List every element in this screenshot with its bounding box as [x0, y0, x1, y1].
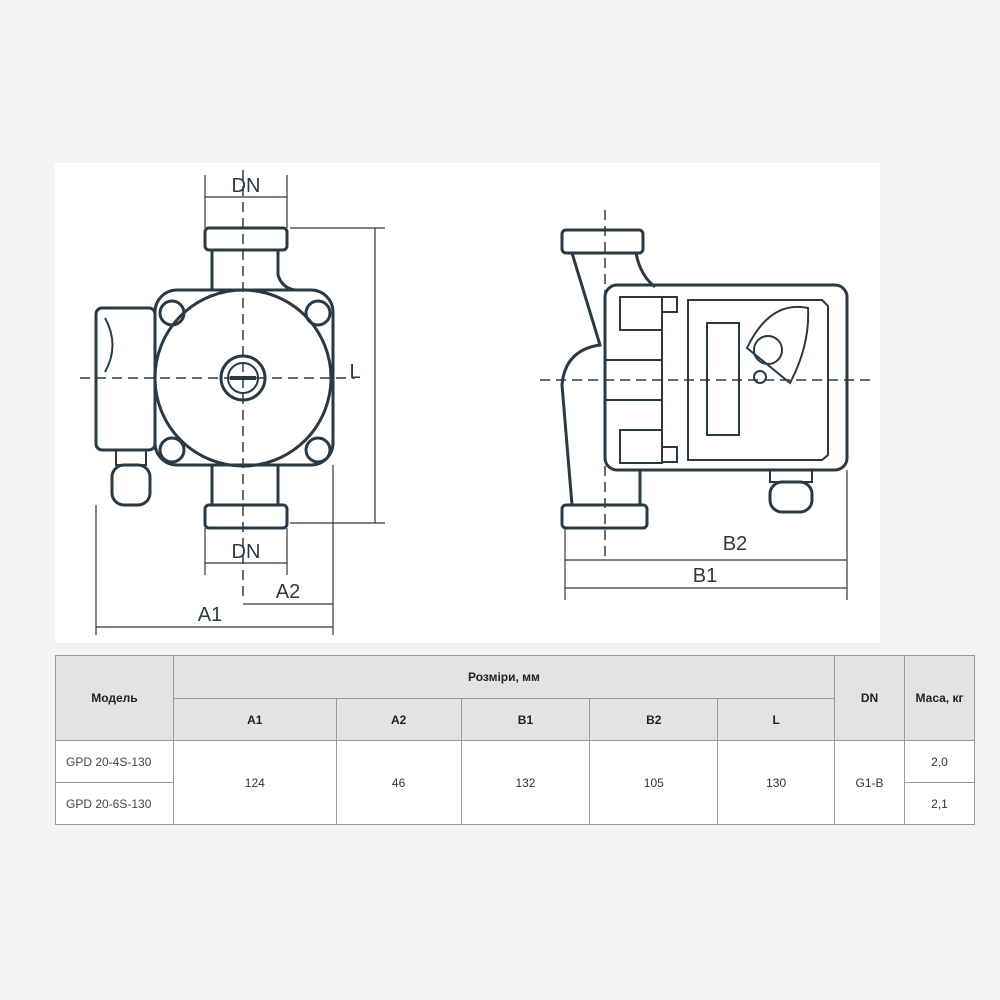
cable-gland-neck: [115, 449, 147, 466]
top-pipe: [210, 250, 296, 292]
b1-cell: 132: [460, 740, 591, 825]
dimensions-table: Модель Розміри, мм DN Маса, кг A1 A2 B1 …: [55, 655, 975, 825]
bolt-icon: [304, 436, 332, 464]
header-a2: A2: [335, 698, 462, 741]
display-window: [706, 322, 740, 436]
table-row: GPD 20-6S-130 2,1: [55, 782, 975, 825]
dn-top-label: DN: [232, 175, 261, 197]
bolt-icon: [158, 436, 186, 464]
switch-knob: [753, 335, 783, 365]
header-dimensions: Розміри, мм: [172, 655, 836, 699]
bolt-icon: [304, 299, 332, 327]
cable-gland: [768, 480, 814, 514]
header-b1: B1: [460, 698, 591, 741]
l-cell: 130: [717, 740, 836, 825]
terminal-box-detail: [104, 317, 114, 373]
a1-label: A1: [198, 604, 222, 626]
header-model: Модель: [55, 655, 174, 741]
a1-cell: 124: [172, 740, 337, 825]
side-view: B2 B1: [540, 210, 870, 600]
table-row: GPD 20-4S-130 124 46 132 105 130 G1-B 2,…: [55, 740, 975, 825]
top-flange: [560, 228, 645, 255]
dn-bottom-label: DN: [232, 541, 261, 563]
mass-cell: 2,1: [904, 782, 975, 825]
vent-screw: [219, 354, 267, 402]
cable-gland: [110, 463, 152, 507]
b2-cell: 105: [589, 740, 719, 825]
vent-screw-inner: [227, 362, 259, 394]
bolt-icon: [158, 299, 186, 327]
bottom-flange: [560, 503, 649, 530]
cable-gland-neck: [769, 469, 813, 483]
header-mass: Маса, кг: [904, 655, 975, 741]
l-label: L: [349, 361, 360, 383]
mass-cell: 2,0: [904, 740, 975, 783]
header-l: L: [717, 698, 836, 741]
control-panel: [687, 299, 829, 461]
a2-label: A2: [276, 581, 300, 603]
bottom-pipe: [210, 465, 280, 505]
terminal-box: [94, 306, 157, 452]
pump-dimension-drawing: DN L DN A2 A1: [55, 163, 880, 643]
front-view: DN L DN A2 A1: [80, 170, 385, 635]
model-cell: GPD 20-6S-130: [55, 782, 174, 825]
header-dn: DN: [834, 655, 905, 741]
header-a1: A1: [172, 698, 337, 741]
dn-cell: G1-B: [834, 740, 905, 825]
a2-cell: 46: [335, 740, 462, 825]
b1-label: B1: [693, 565, 717, 587]
header-b2: B2: [589, 698, 719, 741]
indicator-light: [753, 370, 767, 384]
speed-switch: [745, 305, 810, 385]
bottom-flange: [203, 503, 289, 530]
motor-box: [603, 283, 849, 472]
top-flange: [203, 226, 289, 252]
b2-label: B2: [723, 533, 747, 555]
model-cell: GPD 20-4S-130: [55, 740, 174, 783]
